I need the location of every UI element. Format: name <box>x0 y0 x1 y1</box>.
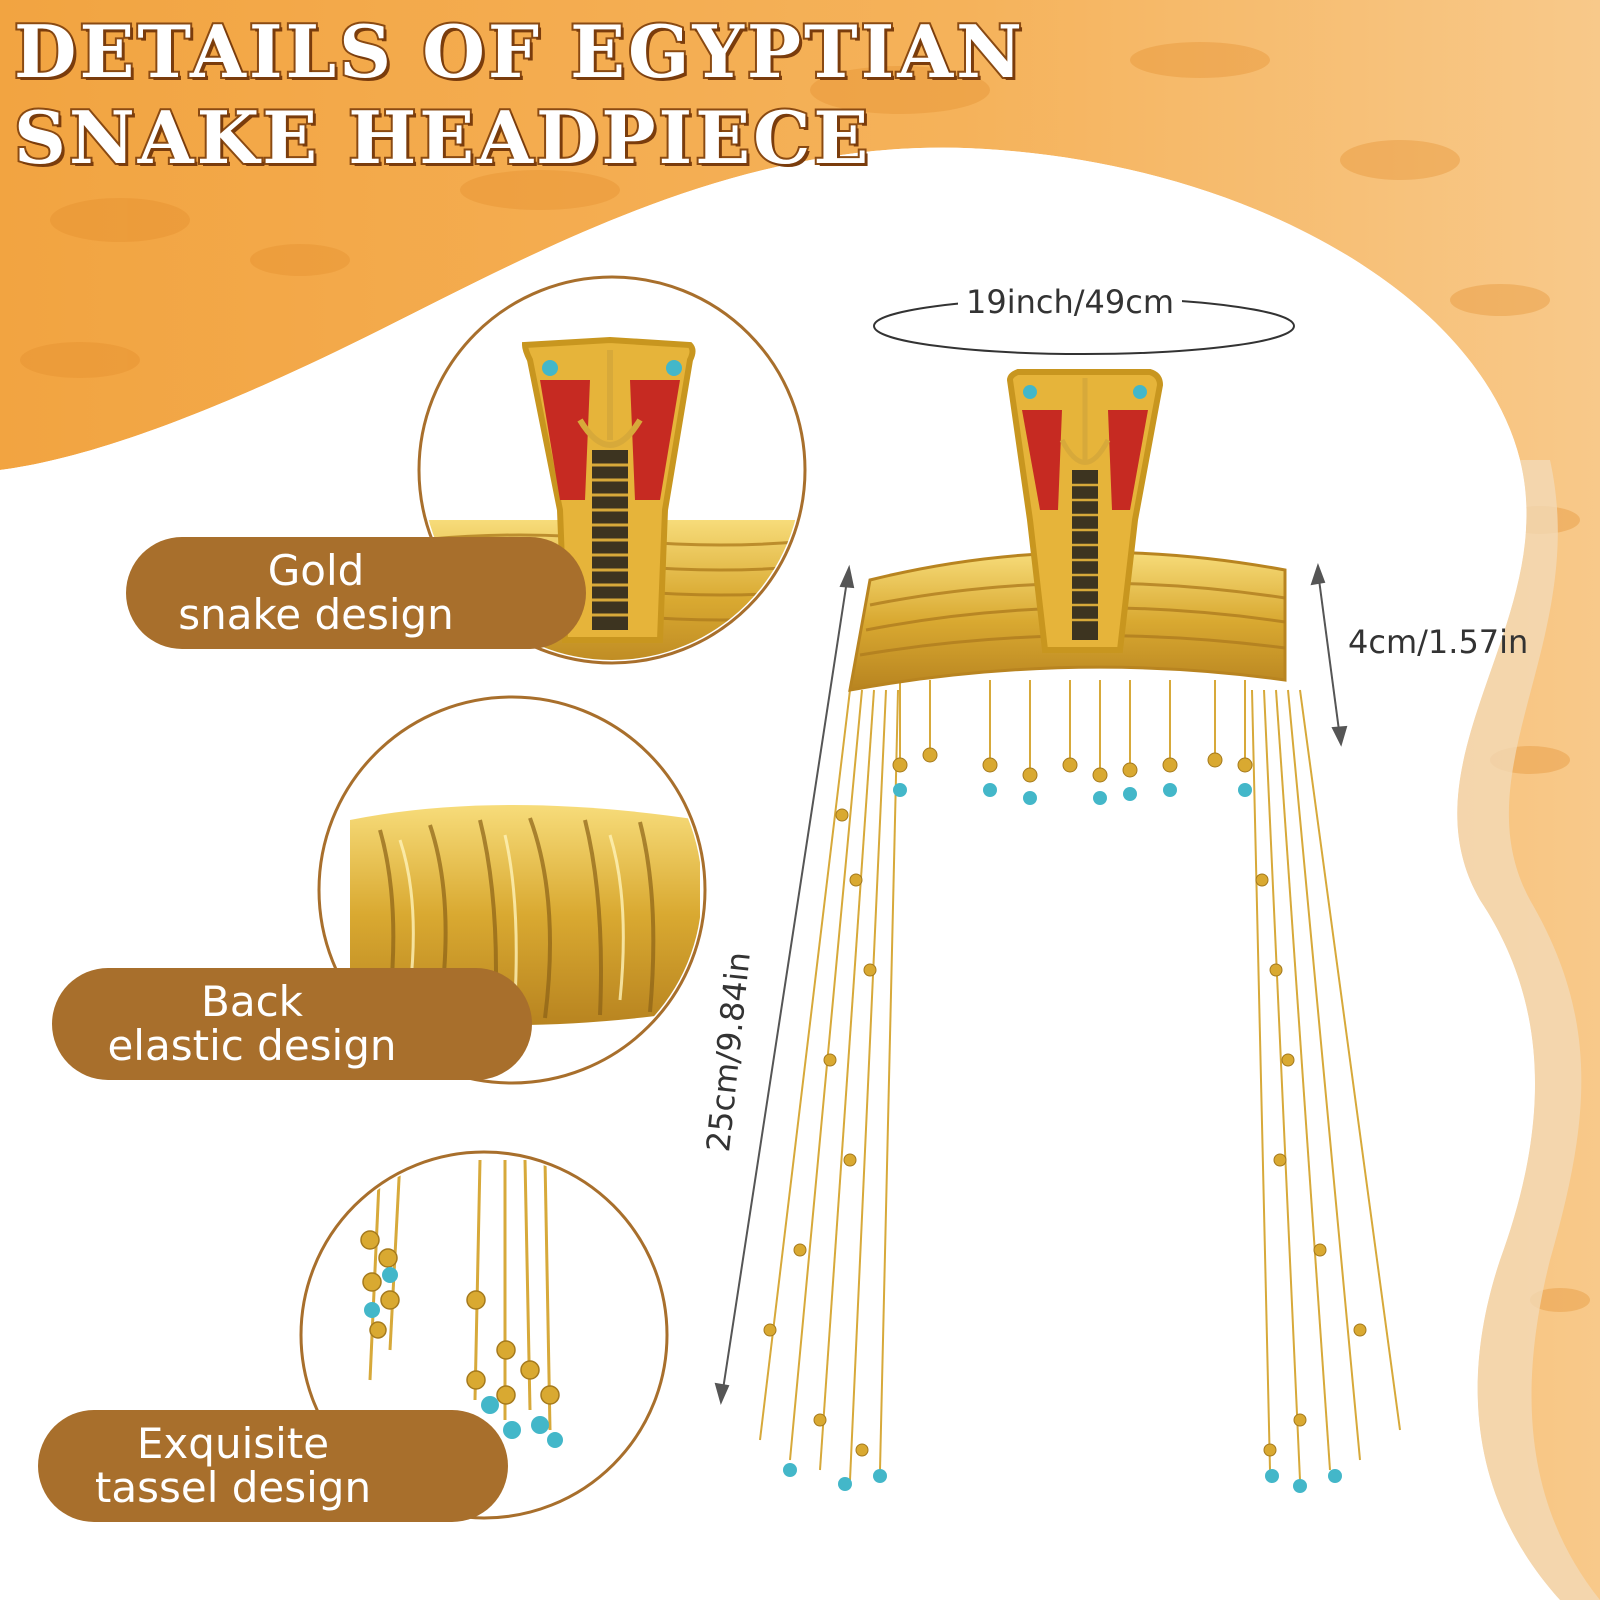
feature-label-line-1: Exquisite <box>136 1419 330 1468</box>
feature-label-line-2: tassel design <box>94 1463 372 1512</box>
circumference-dimension: 19inch/49cm <box>958 286 1183 318</box>
feature-label-tassel: Exquisite tassel design <box>38 1410 508 1522</box>
banner-texture <box>20 42 1590 1312</box>
headpiece-illustration <box>714 297 1401 1493</box>
feature-label-line-2: elastic design <box>107 1021 397 1070</box>
page-title-line-1: DETAILS OF EGYPTIAN <box>12 9 1025 94</box>
band-height-dimension: 4cm/1.57in <box>1348 623 1529 661</box>
page-title-line-2: SNAKE HEADPIECE <box>12 95 872 180</box>
feature-label-elastic: Back elastic design <box>52 968 532 1080</box>
feature-label-line-1: Back <box>201 977 303 1026</box>
feature-label-line-1: Gold <box>267 546 365 595</box>
feature-label-snake: Gold snake design <box>126 537 586 649</box>
feature-label-line-2: snake design <box>178 590 454 639</box>
panel-shadow <box>1457 460 1600 1600</box>
dimension-arrows <box>714 563 1348 1405</box>
